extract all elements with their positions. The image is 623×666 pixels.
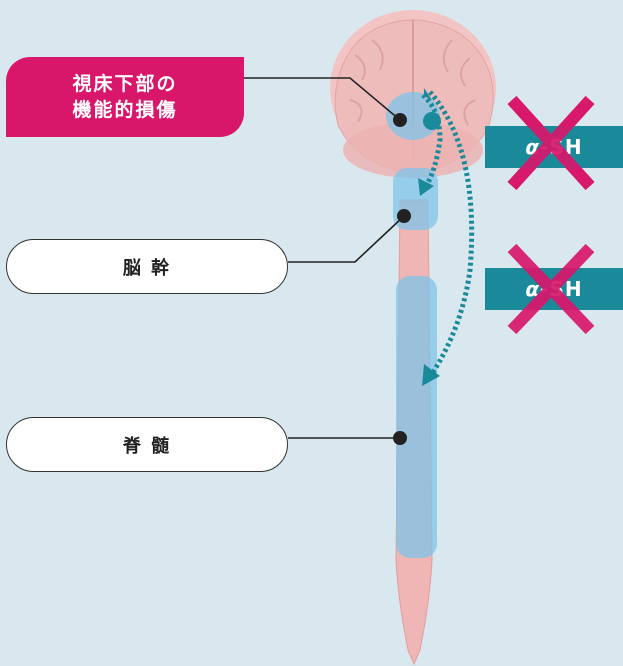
brainstem-label: 脳 幹 — [6, 239, 288, 294]
alpha-prefix: α- — [525, 135, 549, 159]
msh-text: SH — [549, 277, 582, 301]
hypothalamus-dot — [393, 113, 407, 127]
hypothalamus-damage-label: 視床下部の 機能的損傷 — [6, 57, 244, 137]
brainstem-dot — [397, 209, 411, 223]
alpha-msh-box: α-SH — [485, 268, 623, 310]
spinal-cord-label: 脊 髄 — [6, 417, 288, 472]
spinal-dot — [393, 431, 407, 445]
msh-text: SH — [549, 135, 582, 159]
alpha-msh-box: α-SH — [485, 126, 623, 168]
alpha-prefix: α- — [525, 277, 549, 301]
spinal-cord-highlight — [396, 276, 437, 558]
